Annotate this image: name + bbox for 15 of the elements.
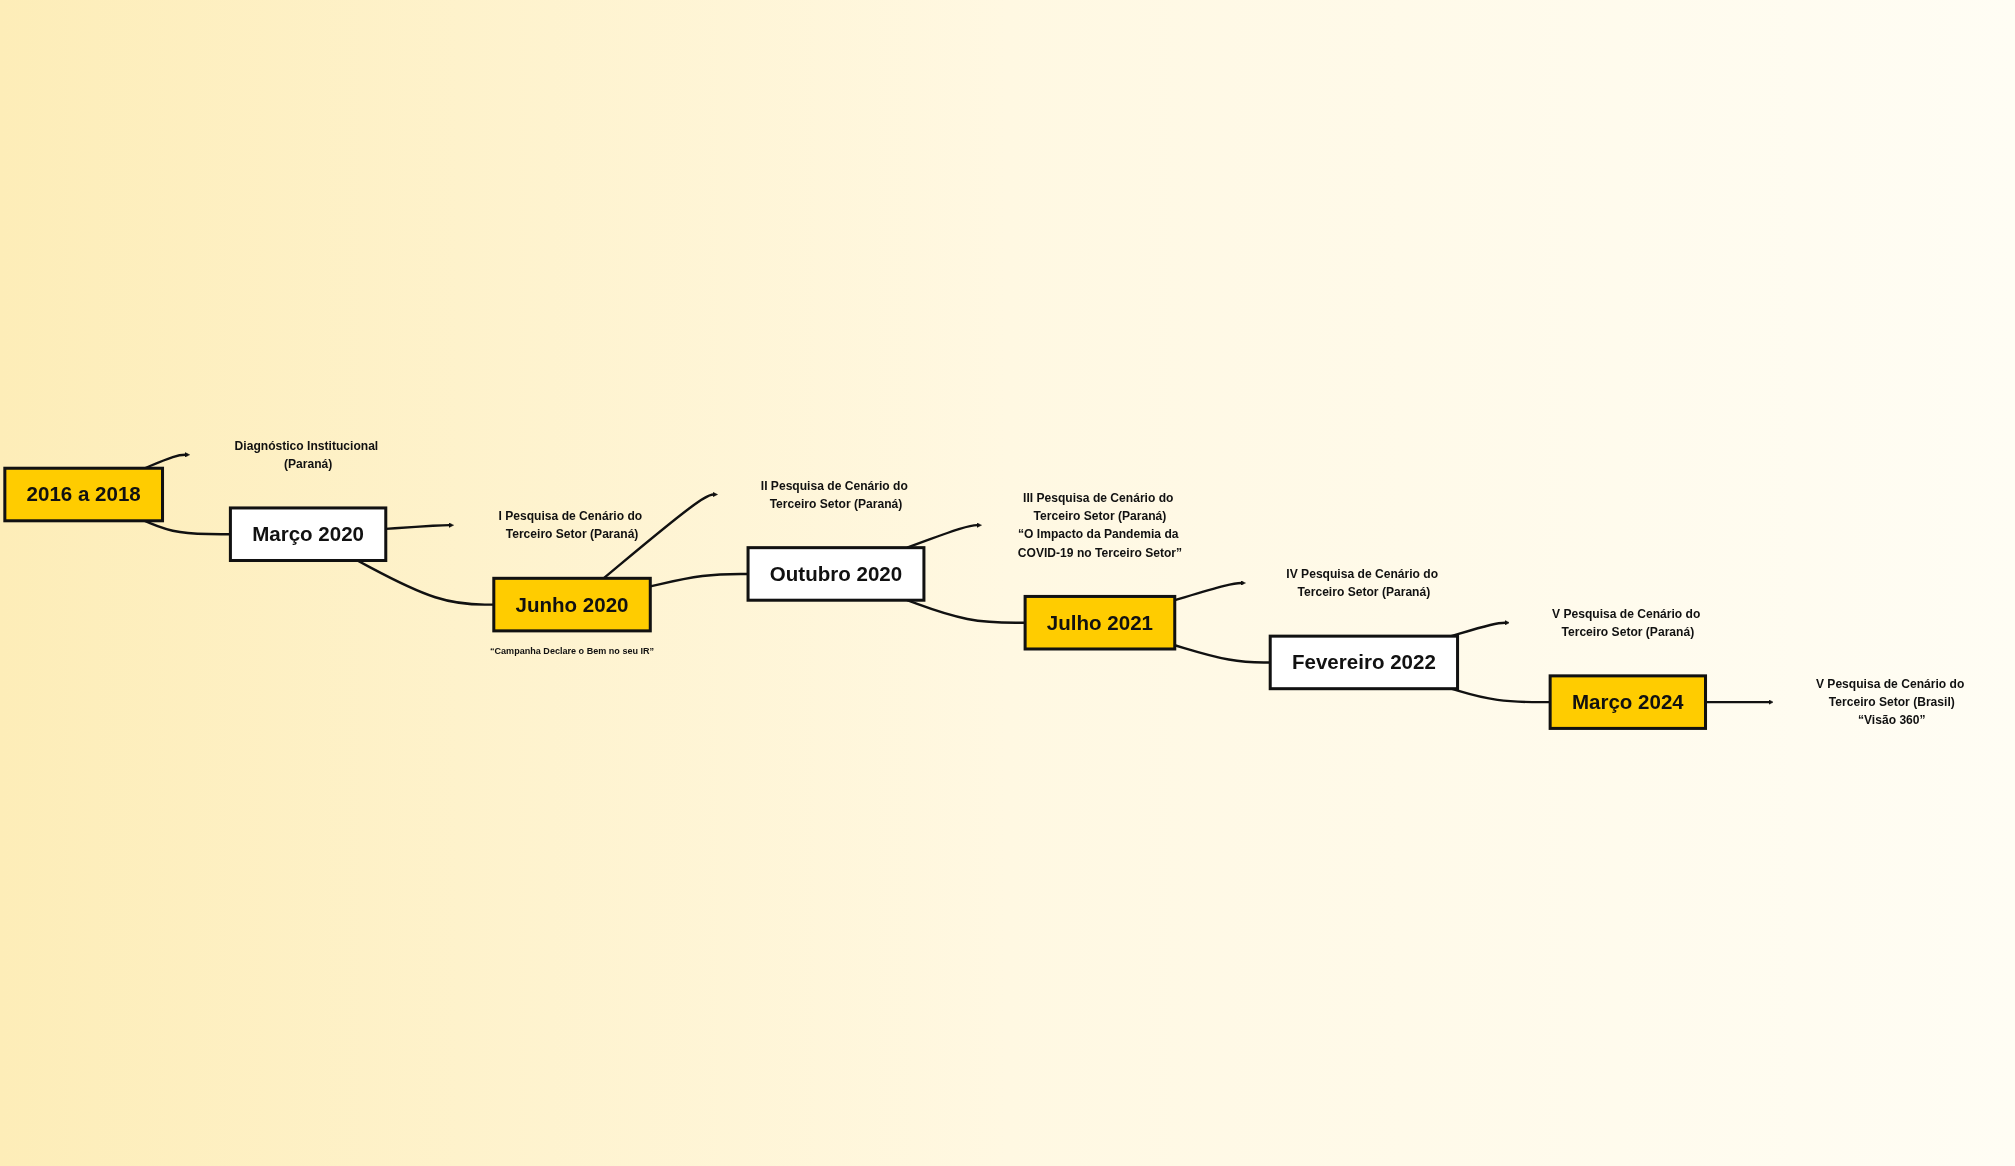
event-text: Diagnóstico Institucional (Paraná) [234,439,379,471]
note-text: “Campanha Declare o Bem no seu IR” [489,645,655,656]
event-text: V Pesquisa de Cenário do Terceiro Setor (Paraná) [1552,607,1701,639]
event-text: II Pesquisa de Cenário do Terceiro Setor (Paraná) [760,478,908,511]
event-text: III Pesquisa de Cenário do Terceiro Setor (Paraná) “O Impacto da Pandemia da COVID-19 no Terceiro Setor” [1017,491,1183,559]
date-box: 2016 a 2018 [3,466,165,523]
date-box: Julho 2021 [1023,594,1177,651]
date-box: Junho 2020 [492,576,652,633]
event-text: V Pesquisa de Cenário do Terceiro Setor (Brasil) “Visão 360” [1815,677,1965,727]
event-text: IV Pesquisa de Cenário do Terceiro Setor (Paraná) [1286,567,1439,599]
event-text: I Pesquisa de Cenário do Terceiro Setor (Paraná) [498,509,643,541]
date-box: Outubro 2020 [746,546,926,602]
date-box: Março 2024 [1548,674,1708,730]
date-box: Fevereiro 2022 [1268,634,1460,691]
date-box: Março 2020 [228,506,388,562]
